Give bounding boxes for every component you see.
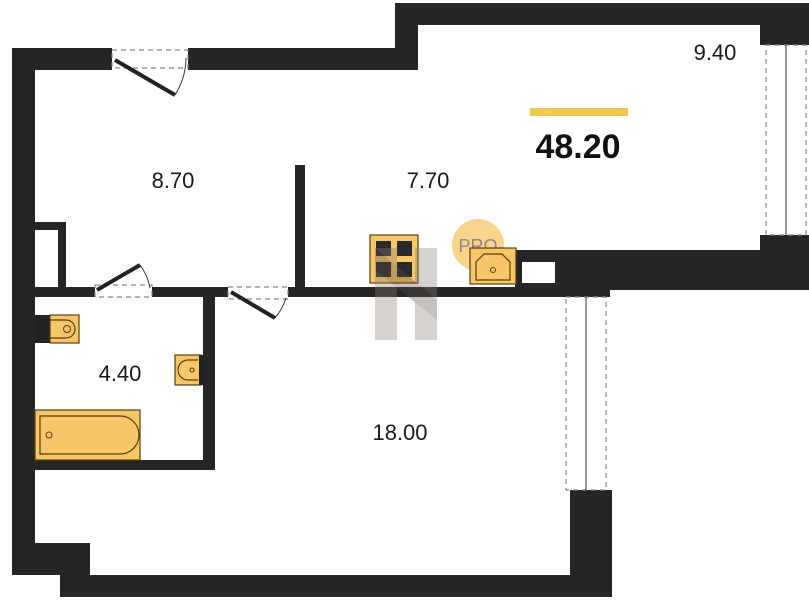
bathroom-door[interactable] [94,263,153,298]
toilet-icon [35,314,80,344]
living-room-door[interactable] [227,286,289,320]
balcony-window [765,44,807,236]
bathroom-sink-icon [174,354,204,386]
room-area-bathroom: 4.40 [99,361,142,386]
watermark-logo [375,248,437,340]
room-area-living-room: 18.00 [372,420,427,445]
walls [12,3,809,597]
entrance-door[interactable] [111,49,189,97]
room-area-hallway: 8.70 [152,168,195,193]
total-area-accent-bar [530,108,628,116]
stove-icon [369,234,419,284]
total-area: 48.20 [535,128,620,166]
kitchen-sink-icon [469,247,517,285]
room-area-kitchen: 7.70 [407,168,450,193]
bathtub-icon [34,409,141,461]
room-area-balcony: 9.40 [694,40,737,65]
living-room-window [565,296,607,491]
